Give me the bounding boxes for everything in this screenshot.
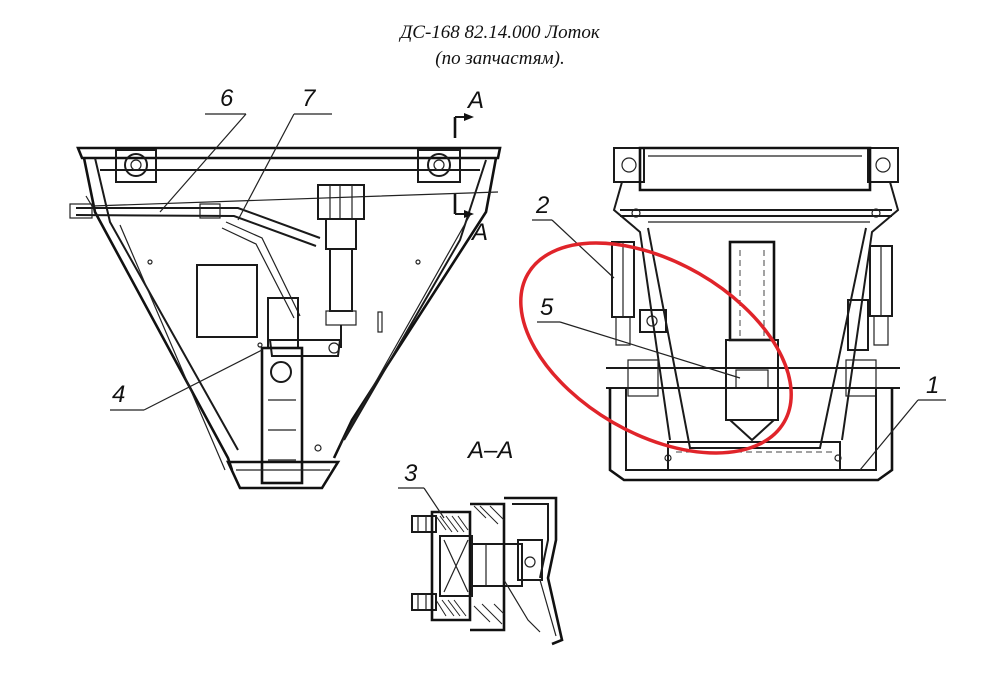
- left-view-callouts: 6 7 4: [110, 85, 332, 411]
- section-mark-bottom: A: [470, 219, 488, 246]
- drawing-title: ДС-168 82.14.000 Лоток: [400, 22, 600, 43]
- callout-7: 7: [302, 85, 317, 112]
- right-view-callouts: 2 5 1: [532, 192, 946, 471]
- drawing-subtitle: (по запчастям).: [435, 48, 565, 69]
- callout-1: 1: [926, 372, 939, 399]
- callout-3: 3: [404, 460, 418, 487]
- highlight-ellipse: [519, 241, 793, 455]
- callout-6: 6: [220, 85, 234, 112]
- section-marks: A A: [453, 87, 488, 246]
- callout-2: 2: [535, 192, 549, 219]
- section-view-label: А–А: [466, 437, 513, 464]
- callout-5: 5: [540, 294, 554, 321]
- left-view-hopper: [69, 146, 502, 490]
- section-mark-top: A: [466, 87, 484, 114]
- callout-4: 4: [112, 381, 125, 408]
- section-aa-detail: А–А: [398, 437, 564, 646]
